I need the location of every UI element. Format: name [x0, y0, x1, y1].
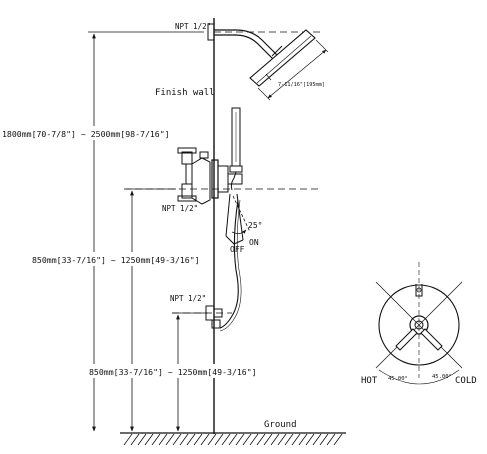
showerhead-dimension: 7-11/16"[195mm]	[257, 39, 329, 101]
hot-label: HOT	[361, 376, 378, 386]
cold-label: COLD	[455, 376, 477, 386]
lower-outlet: NPT 1/2"	[170, 294, 223, 329]
hand-shower	[229, 107, 243, 191]
showerhead-size-label: 7-11/16"[195mm]	[278, 82, 325, 88]
npt-top-label: NPT 1/2"	[175, 22, 211, 31]
ground: Ground	[120, 420, 346, 446]
on-label: ON	[249, 238, 259, 247]
finish-wall-label: Finish wall	[155, 88, 215, 98]
rotation-angle-label: 25°	[248, 221, 262, 230]
valve-height-label: 850mm[33-7/16"] ~ 1250mm[49-3/16"]	[32, 255, 200, 265]
dimension-valve-height: 850mm[33-7/16"] ~ 1250mm[49-3/16"]	[31, 190, 211, 432]
extension-lines	[88, 31, 208, 314]
dimension-lower-height: 850mm[33-7/16"] ~ 1250mm[49-3/16"]	[88, 314, 278, 432]
npt-low-label: NPT 1/2"	[170, 294, 206, 303]
ground-label: Ground	[264, 420, 297, 430]
centerlines	[124, 31, 320, 314]
valve-body: NPT 1/2"	[162, 147, 243, 213]
ground-hatching	[123, 433, 343, 446]
angle-right-label: 45.00°	[432, 374, 452, 380]
hose-inner	[219, 199, 242, 332]
angle-left-label: 45.00°	[388, 376, 408, 382]
lower-height-label: 850mm[33-7/16"] ~ 1250mm[49-3/16"]	[89, 367, 257, 377]
hose	[219, 199, 239, 329]
npt-mid-label: NPT 1/2"	[162, 204, 198, 213]
shower-arm-assembly: NPT 1/2" 7-11/16"[195mm]	[175, 22, 329, 101]
trim-plate-front-view: HOT COLD 45.00° 45.00°	[361, 262, 477, 386]
valve-handle: 25° ON OFF	[225, 193, 262, 254]
total-height-label: 1800mm[70-7/8"] ~ 2500mm[98-7/16"]	[2, 129, 170, 139]
